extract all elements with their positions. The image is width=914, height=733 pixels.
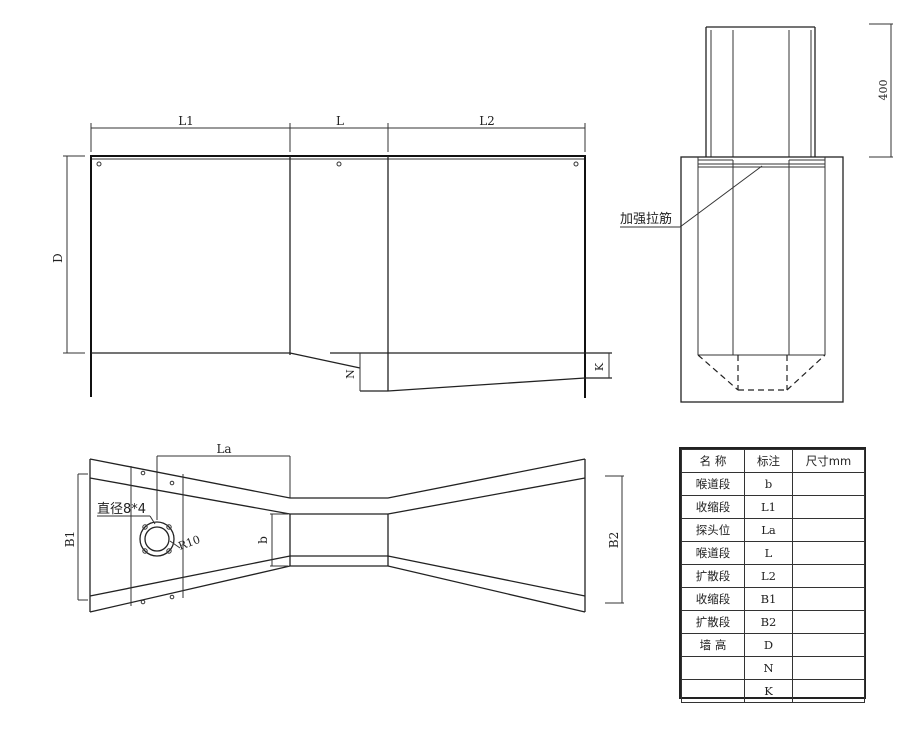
table-header-size: 尺寸mm	[792, 449, 865, 473]
row-size	[792, 656, 865, 680]
row-size	[792, 495, 865, 519]
dim-label-b: b	[256, 536, 270, 544]
row-mark: K	[744, 679, 793, 703]
row-mark: B2	[744, 610, 793, 634]
row-mark: La	[744, 518, 793, 542]
row-mark: D	[744, 633, 793, 657]
probe-flange	[139, 521, 175, 557]
dim-label-B2: B2	[607, 532, 621, 548]
dim-label-K: K	[593, 362, 606, 371]
row-name: 喉道段	[681, 541, 745, 565]
row-mark: L2	[744, 564, 793, 588]
row-size	[792, 564, 865, 588]
dim-label-L2: L2	[479, 114, 495, 128]
row-name: 扩散段	[681, 610, 745, 634]
dim-label-D: D	[51, 253, 65, 263]
row-name	[681, 679, 745, 703]
row-size	[792, 518, 865, 542]
row-name: 墙 高	[681, 633, 745, 657]
plan-view: La 直径8*4 R10	[63, 442, 624, 613]
table-row: 喉道段 b	[681, 472, 865, 496]
radius-label: R10	[177, 533, 202, 553]
dim-label-L: L	[336, 114, 344, 128]
table-row: 收缩段 B1	[681, 587, 865, 611]
bolt-hole	[573, 161, 579, 167]
row-size	[792, 610, 865, 634]
side-section-view: 400 加强拉筋	[620, 23, 893, 403]
table-row: 墙 高 D	[681, 633, 865, 657]
dim-label-B1: B1	[63, 531, 77, 547]
table-row: 扩散段 L2	[681, 564, 865, 588]
bolt-hole	[336, 161, 342, 167]
row-mark: N	[744, 656, 793, 680]
row-name: 收缩段	[681, 495, 745, 519]
row-size	[792, 541, 865, 565]
row-name: 探头位	[681, 518, 745, 542]
dim-label-400: 400	[877, 80, 890, 101]
reinforcing-rib-label: 加强拉筋	[620, 211, 672, 227]
row-size	[792, 679, 865, 703]
row-name	[681, 656, 745, 680]
row-name: 喉道段	[681, 472, 745, 496]
front-elevation-view: L1 L L2 D N K	[51, 114, 612, 398]
bolt-hole	[96, 161, 102, 167]
row-size	[792, 472, 865, 496]
table-row: 扩散段 B2	[681, 610, 865, 634]
table-row: 收缩段 L1	[681, 495, 865, 519]
table-header-name: 名 称	[681, 449, 745, 473]
row-mark: b	[744, 472, 793, 496]
diameter-label: 直径8*4	[97, 502, 146, 517]
table-row: 探头位 La	[681, 518, 865, 542]
row-name: 扩散段	[681, 564, 745, 588]
dim-label-N: N	[344, 369, 357, 379]
table-row: N	[681, 656, 865, 680]
row-mark: L	[744, 541, 793, 565]
table-header-row: 名 称 标注 尺寸mm	[681, 449, 865, 473]
table-row: K	[681, 679, 865, 703]
table-header-mark: 标注	[744, 449, 793, 473]
dim-label-La: La	[216, 442, 231, 456]
row-mark: L1	[744, 495, 793, 519]
dim-label-L1: L1	[178, 114, 194, 128]
row-name: 收缩段	[681, 587, 745, 611]
row-size	[792, 633, 865, 657]
row-mark: B1	[744, 587, 793, 611]
dimension-table: 名 称 标注 尺寸mm 喉道段 b 收缩段 L1 探头位 La 喉道段 L 扩散…	[679, 447, 866, 703]
row-size	[792, 587, 865, 611]
table-row: 喉道段 L	[681, 541, 865, 565]
